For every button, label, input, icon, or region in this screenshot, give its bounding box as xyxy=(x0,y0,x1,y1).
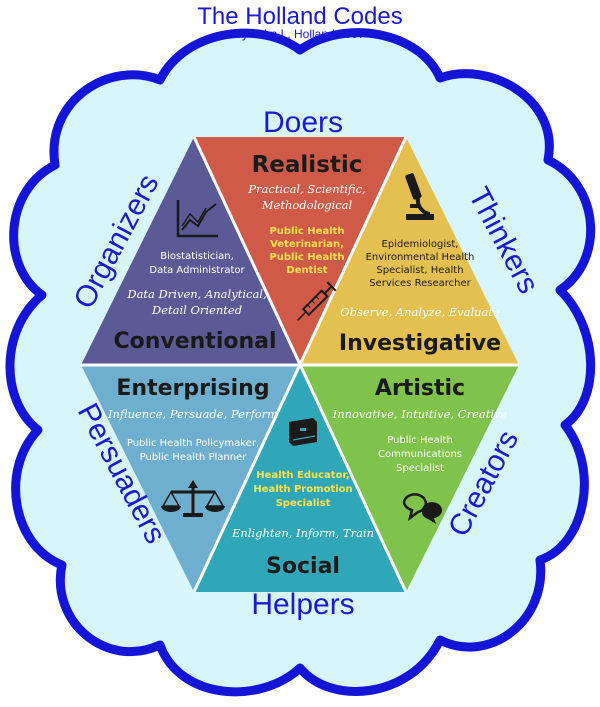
conventional-job-2: Data Administrator xyxy=(149,265,245,276)
segment-artistic xyxy=(300,365,519,592)
realistic-trait-2: Methodological xyxy=(261,198,353,212)
segment-realistic xyxy=(194,137,406,365)
social-trait-1: Enlighten, Inform, Train xyxy=(231,526,374,540)
realistic-job-1: Public Health xyxy=(269,226,344,237)
realistic-job-3: Public Health xyxy=(269,252,344,263)
conventional-job-1: Biostatistician, xyxy=(160,251,234,262)
scales-icon xyxy=(161,480,225,517)
enterprising-job-1: Public Health Policymaker, xyxy=(127,438,259,449)
investigative-job-3: Specialist, Health xyxy=(376,265,463,276)
realistic-content: Realistic Practical, Scientific, Methodo… xyxy=(247,152,366,321)
diagram-title: The Holland Codes xyxy=(197,3,402,30)
investigative-content: Epidemiologist, Environmental Health Spe… xyxy=(339,173,501,356)
conventional-trait-1: Data Driven, Analytical, xyxy=(126,287,266,301)
conventional-heading: Conventional xyxy=(113,329,276,354)
enterprising-trait-1: Influence, Persuade, Perform xyxy=(107,407,278,421)
segment-enterprising xyxy=(81,365,300,592)
realistic-job-2: Veterinarian, xyxy=(270,239,344,250)
diagram-subtitle: by John L. Holland 1997 xyxy=(235,27,365,41)
enterprising-heading: Enterprising xyxy=(116,376,269,401)
artistic-content: Artistic Innovative, Intuitive, Creative… xyxy=(332,376,508,524)
artistic-heading: Artistic xyxy=(375,376,465,401)
segment-social xyxy=(194,365,406,592)
social-job-3: Specialist xyxy=(276,498,331,509)
line-chart-icon xyxy=(176,200,218,238)
label-doers: Doers xyxy=(263,106,343,139)
conventional-content: Biostatistician, Data Administrator Data… xyxy=(113,200,277,354)
syringe-icon xyxy=(297,281,337,321)
enterprising-job-2: Public Health Planner xyxy=(140,452,248,463)
conventional-trait-2: Detail Oriented xyxy=(151,303,242,317)
speech-bubbles-icon xyxy=(402,493,442,524)
book-icon xyxy=(289,418,317,446)
realistic-trait-1: Practical, Scientific, xyxy=(247,182,365,196)
social-heading: Social xyxy=(266,554,340,579)
realistic-job-4: Dentist xyxy=(286,265,327,276)
social-job-1: Health Educator, xyxy=(256,470,349,481)
investigative-job-4: Services Researcher xyxy=(369,278,471,289)
label-helpers: Helpers xyxy=(251,588,354,621)
segment-investigative xyxy=(300,137,519,365)
segment-conventional xyxy=(81,137,300,365)
enterprising-content: Enterprising Influence, Persuade, Perfor… xyxy=(107,376,278,517)
hexagon xyxy=(81,136,519,593)
social-content: Health Educator, Health Promotion Specia… xyxy=(231,418,374,579)
investigative-trait-1: Observe, Analyze, Evaluate xyxy=(340,305,500,319)
artistic-job-3: Specialist xyxy=(396,463,444,474)
artistic-job-2: Communications xyxy=(378,449,462,460)
artistic-trait-1: Innovative, Intuitive, Creative xyxy=(332,407,508,421)
realistic-heading: Realistic xyxy=(252,152,363,178)
investigative-job-1: Epidemiologist, xyxy=(382,239,459,250)
social-job-2: Health Promotion xyxy=(253,484,352,495)
investigative-job-2: Environmental Health xyxy=(366,252,475,263)
artistic-job-1: Public Health xyxy=(387,435,453,446)
investigative-heading: Investigative xyxy=(339,331,501,356)
microscope-icon xyxy=(405,173,434,220)
